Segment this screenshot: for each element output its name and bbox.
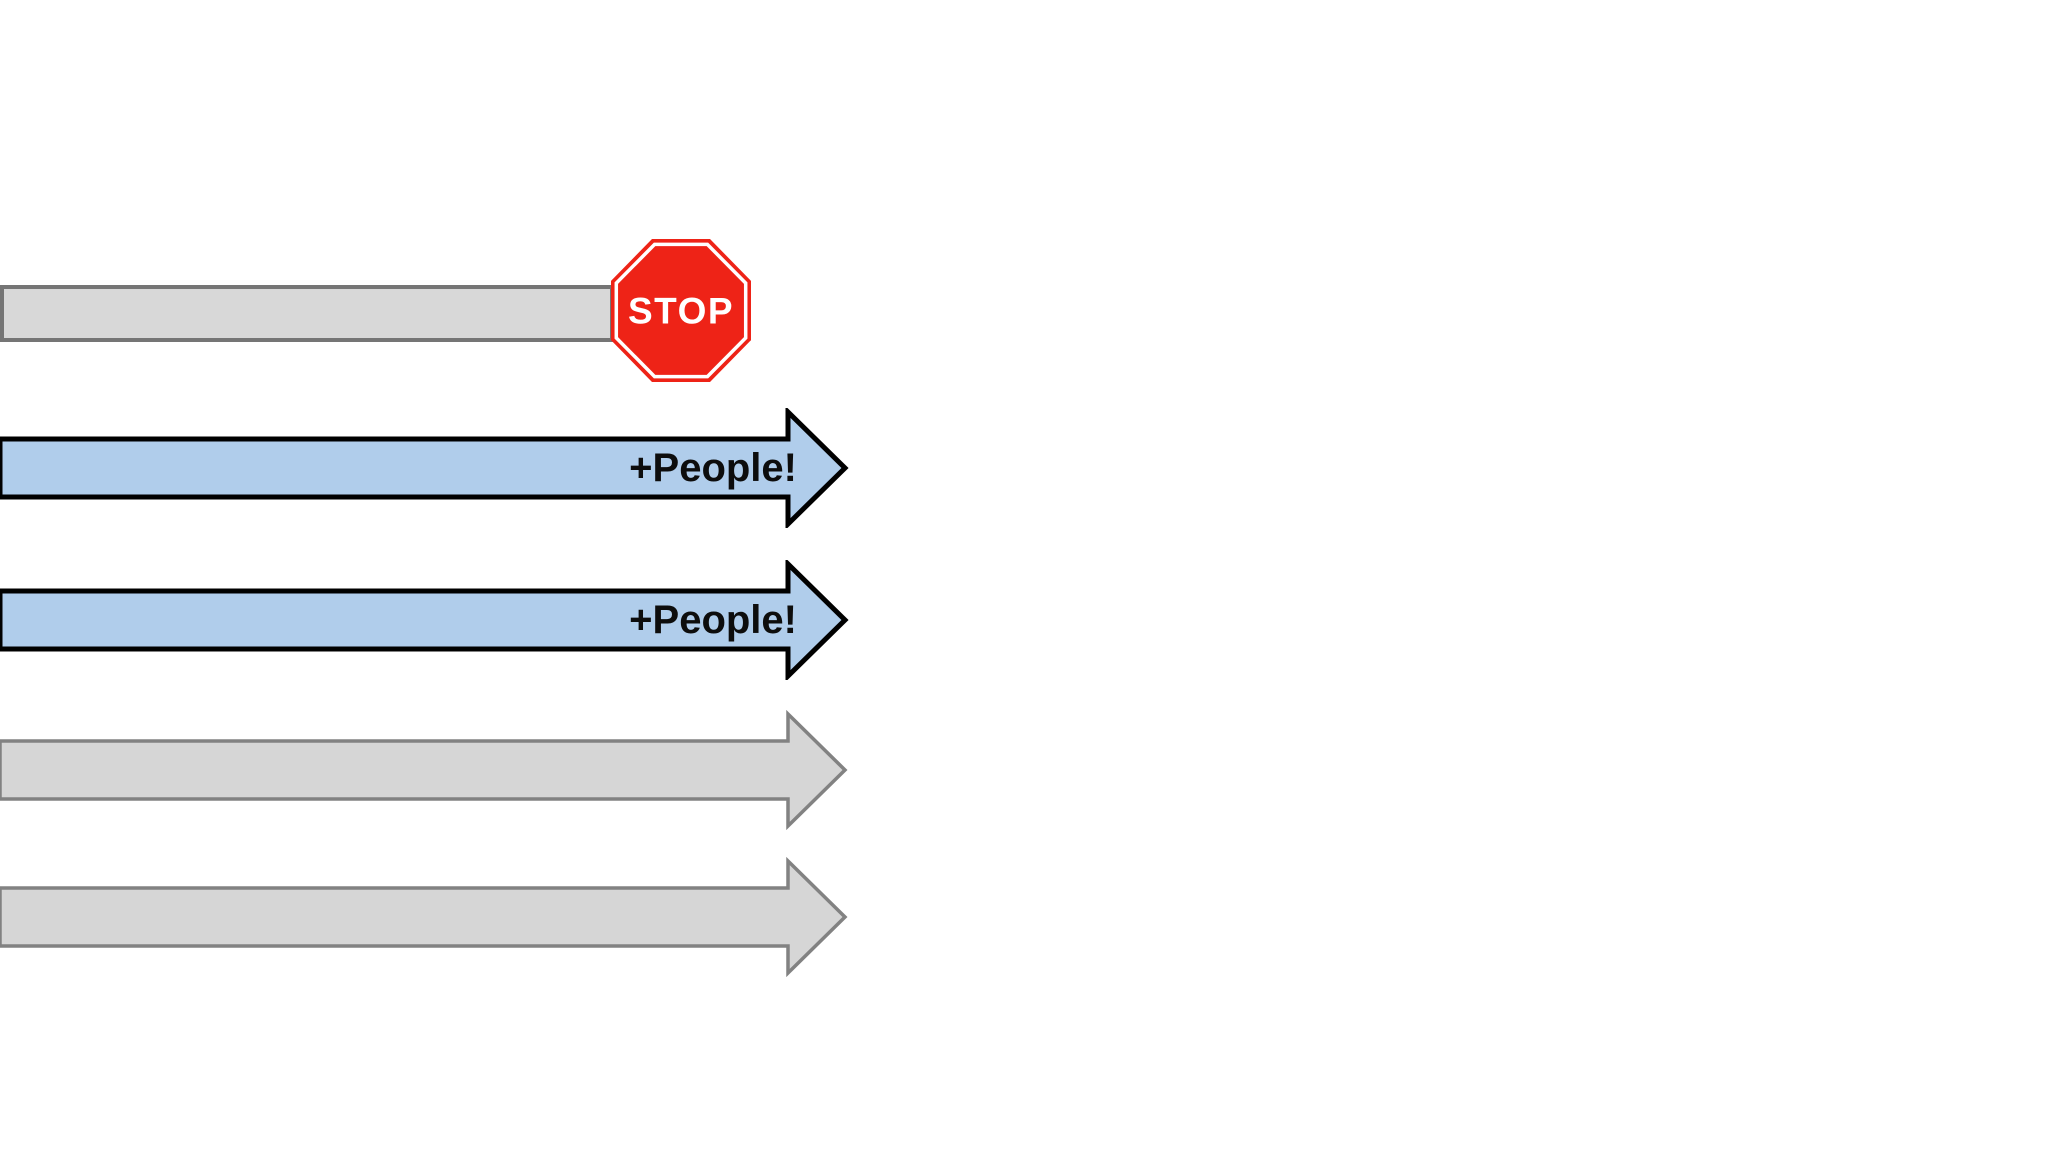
- plain-arrow-2: [0, 857, 848, 977]
- people-arrow-2: [0, 560, 849, 680]
- plain-arrow-1-shape: [0, 710, 848, 830]
- plain-arrow-1: [0, 710, 848, 830]
- stop-sign-octagon: [611, 239, 751, 382]
- people-arrow-1-shape: [0, 408, 849, 528]
- stop-sign-white-ring: [614, 242, 748, 379]
- stop-sign-icon: STOP: [611, 239, 751, 382]
- stop-sign-label: STOP: [628, 291, 734, 332]
- plain-arrow-2-shape: [0, 857, 848, 977]
- people-arrow-1: [0, 408, 849, 528]
- blocked-path-bar: [0, 285, 614, 342]
- people-arrow-2-shape: [0, 560, 849, 680]
